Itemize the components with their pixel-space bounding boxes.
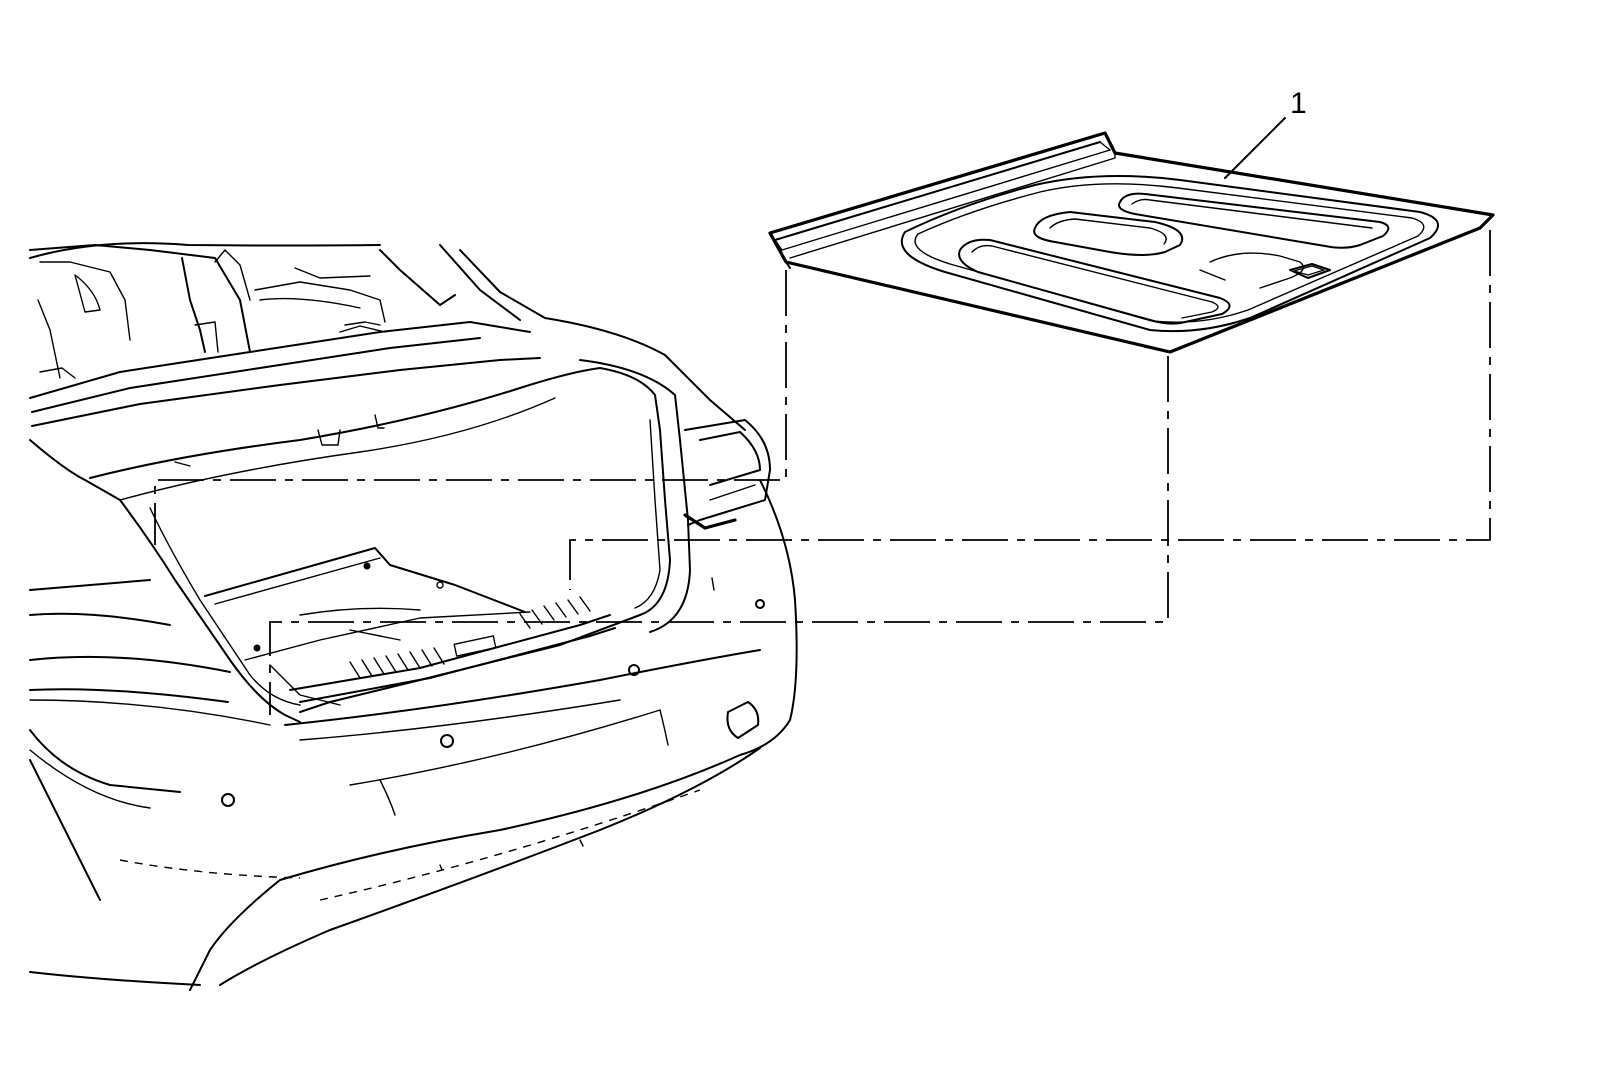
fastener-dot [363, 562, 371, 570]
fastener-dot [253, 644, 261, 652]
rear-bumper-fascia [29, 479, 798, 991]
vehicle-interior [29, 244, 456, 379]
tow-hook-cover [726, 701, 760, 739]
trunk-sill-plate [289, 596, 616, 703]
tail-lamp [683, 419, 771, 530]
callout-label: 1 [1290, 87, 1307, 120]
vehicle-rear-illustration [29, 242, 798, 991]
callout-leader-line [1224, 117, 1286, 179]
callout-1: 1 [1224, 87, 1307, 179]
trunk-floor-panel-part-1 [768, 131, 1495, 354]
exploded-view-leader-lines [154, 230, 1491, 715]
park-assist-sensors [221, 599, 765, 807]
